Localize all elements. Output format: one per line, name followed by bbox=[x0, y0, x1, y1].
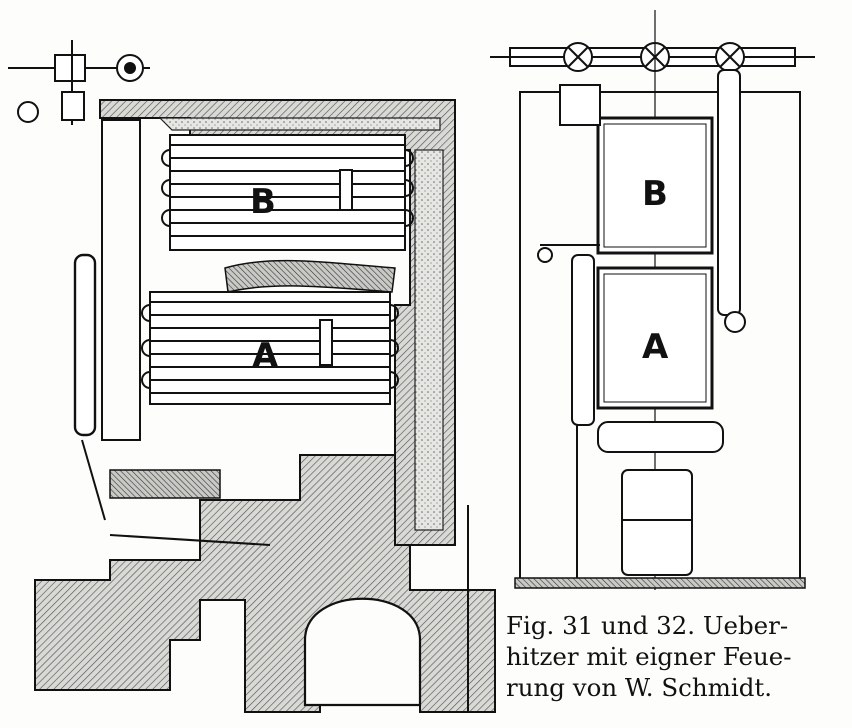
caption-line-1: Fig. 31 und 32. Ueber- bbox=[506, 611, 789, 640]
right-front-view: B A bbox=[490, 10, 815, 590]
tube-bank-b bbox=[161, 134, 414, 251]
left-label-b: B bbox=[250, 182, 276, 222]
grate-bars bbox=[109, 534, 271, 546]
lower-hood bbox=[597, 421, 724, 453]
tube-bank-a bbox=[141, 291, 399, 405]
firebox-arch bbox=[303, 597, 422, 707]
grate bbox=[109, 469, 221, 499]
header-column bbox=[73, 253, 97, 437]
figure-caption: Fig. 31 und 32. Ueber- hitzer mit eigner… bbox=[506, 610, 836, 703]
ground-line bbox=[514, 577, 806, 589]
inner-lining bbox=[158, 117, 441, 131]
right-label-a: A bbox=[642, 327, 669, 367]
top-valve-assembly bbox=[8, 40, 150, 125]
left-section-view: B A bbox=[8, 40, 496, 713]
frame-left bbox=[101, 119, 141, 441]
right-label-b: B bbox=[642, 174, 668, 214]
door-panel-b bbox=[596, 116, 714, 255]
baffle bbox=[224, 259, 396, 293]
side-pipes bbox=[537, 69, 746, 426]
caption-line-3: rung von W. Schmidt. bbox=[506, 673, 773, 702]
left-label-a: A bbox=[252, 336, 279, 376]
right-wall-inner bbox=[414, 149, 444, 531]
steam-main bbox=[490, 42, 815, 72]
caption-line-2: hitzer mit eigner Feue- bbox=[506, 642, 792, 671]
door-panel-a bbox=[596, 266, 714, 410]
return-pipe bbox=[81, 439, 106, 521]
ash-door bbox=[621, 469, 693, 576]
